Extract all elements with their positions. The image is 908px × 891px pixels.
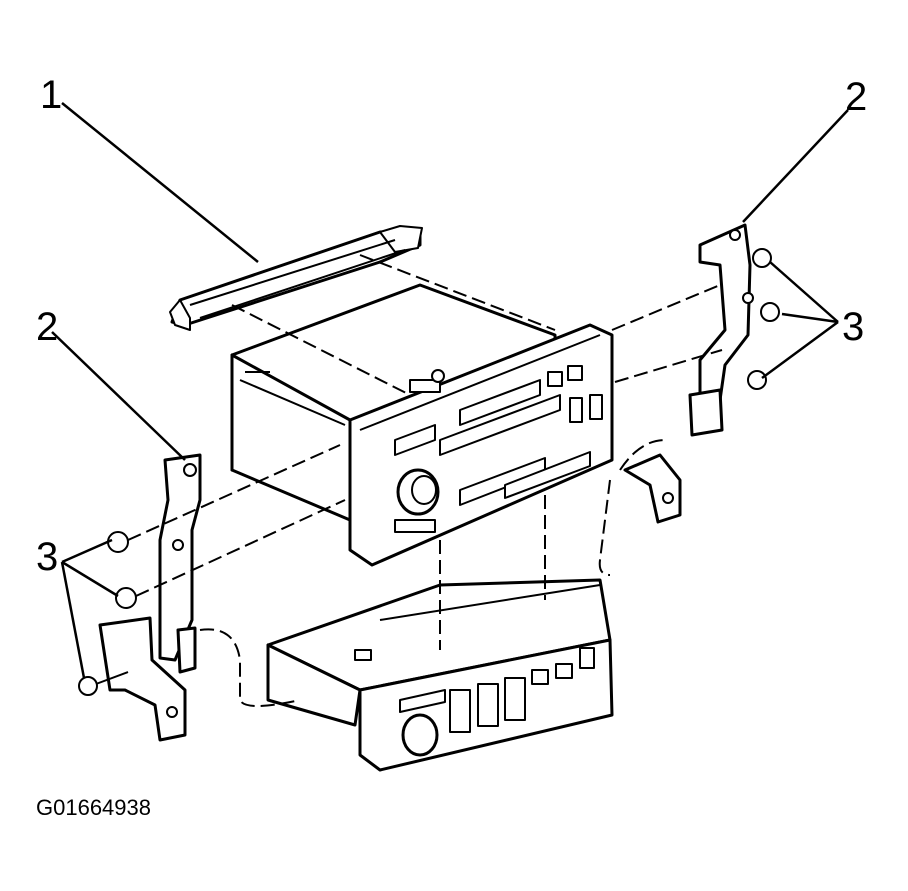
right-mounting-bracket (688, 223, 754, 437)
callout-3-right: 3 (842, 305, 864, 349)
climate-knob (401, 713, 439, 757)
left-mounting-bracket (158, 453, 202, 674)
callout-2-left: 2 (36, 305, 58, 349)
figure-id: G01664938 (36, 795, 151, 820)
leader-lines (51, 102, 849, 679)
callout-1: 1 (40, 73, 62, 117)
volume-knob (396, 468, 440, 516)
alignment-lines (127, 254, 723, 707)
radio-receiver-unit (230, 283, 614, 567)
top-bracket-part (169, 225, 423, 331)
callout-3-left: 3 (36, 535, 58, 579)
right-lower-clip (623, 453, 682, 524)
callout-2-right: 2 (845, 75, 867, 119)
right-nuts (747, 248, 780, 390)
climate-control-unit (266, 578, 614, 772)
left-lower-clip (98, 616, 187, 742)
